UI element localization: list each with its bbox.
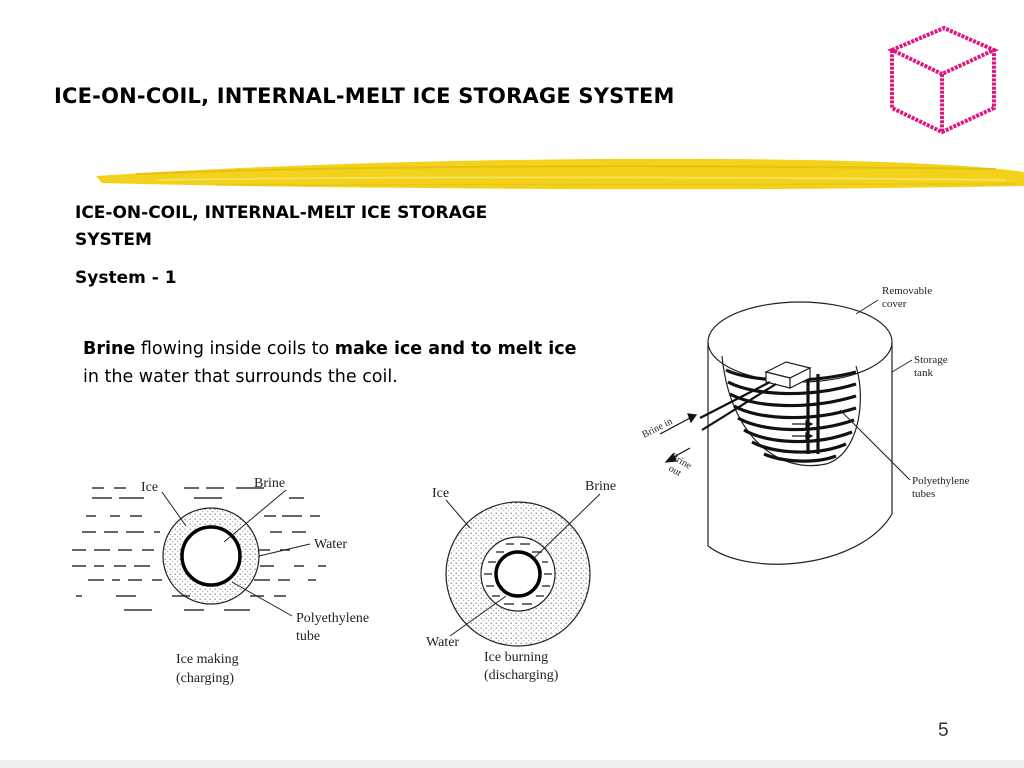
- label-tube-line1: Polyethylene: [296, 611, 369, 626]
- polyethylene-tube: [180, 525, 242, 587]
- label-tubes-line1: Polyethylene: [912, 475, 970, 487]
- label-tubes-line2: tubes: [912, 488, 935, 500]
- label-water: Water: [426, 635, 459, 650]
- label-cover-line2: cover: [882, 298, 907, 310]
- footer-bar: [0, 760, 1024, 768]
- description-text-1: flowing inside coils to: [135, 339, 335, 359]
- decorative-brush-stroke: [96, 158, 1024, 190]
- ice-making-diagram: Ice Brine Water Polyethylene tube Ice ma…: [72, 476, 369, 686]
- label-tank-line1: Storage: [914, 354, 948, 366]
- slide-title: ICE-ON-COIL, INTERNAL-MELT ICE STORAGE S…: [54, 84, 675, 108]
- label-water: Water: [314, 537, 347, 552]
- caption-line2: (discharging): [484, 668, 559, 683]
- cube-logo-icon: [887, 25, 999, 135]
- page-number: 5: [938, 720, 949, 741]
- label-ice: Ice: [432, 486, 449, 501]
- polyethylene-tube: [494, 550, 542, 598]
- storage-tank-diagram: Removable cover Storage tank Polyethylen…: [640, 285, 970, 565]
- label-tube-line2: tube: [296, 629, 320, 644]
- description-text-2: in the water that surrounds the coil.: [83, 367, 398, 387]
- description-text: Brine flowing inside coils to make ice a…: [83, 335, 583, 391]
- header-box: [764, 361, 812, 389]
- label-brine: Brine: [254, 476, 285, 491]
- caption-line1: Ice burning: [484, 650, 548, 665]
- label-tank-line2: tank: [914, 367, 933, 379]
- label-cover-line1: Removable: [882, 285, 932, 297]
- label-ice: Ice: [141, 480, 158, 495]
- label-brine: Brine: [585, 479, 616, 494]
- water-dashes: [484, 543, 552, 605]
- system-label: System - 1: [75, 268, 177, 288]
- section-heading: ICE-ON-COIL, INTERNAL-MELT ICE STORAGE S…: [75, 203, 488, 250]
- label-brine-in: Brine in: [640, 416, 674, 441]
- ice-burning-diagram: Ice Brine Water Ice burning (discharging…: [426, 479, 616, 683]
- water-dashes: [72, 487, 326, 611]
- caption-line1: Ice making: [176, 652, 239, 667]
- description-bold-make-melt: make ice and to melt ice: [334, 339, 577, 359]
- description-bold-brine: Brine: [83, 339, 136, 359]
- caption-line2: (charging): [176, 671, 234, 686]
